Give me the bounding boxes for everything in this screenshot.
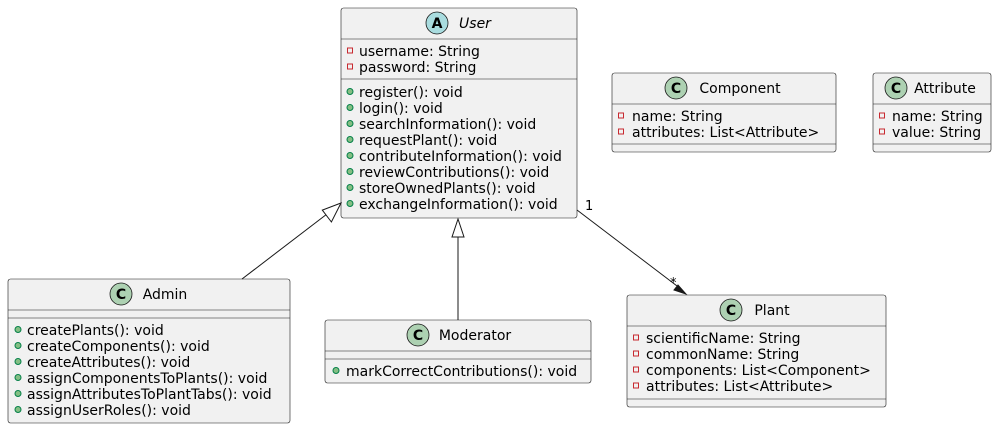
user-method: requestPlant(): void bbox=[359, 133, 497, 149]
svg-text:C: C bbox=[726, 303, 736, 319]
generalization-moderator-to-user bbox=[451, 217, 465, 320]
class-badge-icon: C bbox=[664, 76, 688, 100]
public-visibility-icon bbox=[346, 168, 354, 175]
public-visibility-icon bbox=[14, 374, 22, 381]
private-visibility-icon bbox=[618, 128, 624, 135]
association-user-to-plant: 1 * bbox=[576, 199, 688, 296]
public-visibility-icon bbox=[14, 406, 22, 413]
admin-method: createPlants(): void bbox=[27, 323, 164, 339]
user-method: exchangeInformation(): void bbox=[359, 197, 558, 213]
class-admin-box bbox=[7, 278, 291, 424]
class-attribute-name: Attribute bbox=[914, 81, 976, 97]
user-attribute: username: String bbox=[359, 44, 480, 60]
public-visibility-icon bbox=[332, 367, 340, 374]
attribute-attribute: name: String bbox=[892, 109, 983, 125]
class-badge-icon: C bbox=[884, 76, 908, 100]
user-method: login(): void bbox=[359, 101, 443, 117]
plant-attribute: components: List<Component> bbox=[646, 363, 871, 379]
attribute-attribute: value: String bbox=[892, 125, 981, 141]
private-visibility-icon bbox=[633, 334, 639, 341]
connector-line bbox=[241, 213, 328, 280]
class-badge-icon: C bbox=[109, 282, 133, 306]
svg-text:C: C bbox=[116, 287, 126, 303]
plant-attribute: attributes: List<Attribute> bbox=[646, 379, 833, 395]
svg-text:C: C bbox=[413, 328, 423, 344]
private-visibility-icon bbox=[879, 112, 885, 119]
svg-text:C: C bbox=[671, 81, 681, 97]
private-visibility-icon bbox=[347, 47, 353, 54]
user-method: register(): void bbox=[359, 85, 463, 101]
navigable-arrow-icon bbox=[673, 284, 688, 296]
class-attribute[interactable]: C Attribute name: String value: String bbox=[872, 72, 992, 153]
public-visibility-icon bbox=[14, 326, 22, 333]
class-admin[interactable]: C Admin createPlants(): void createCompo… bbox=[7, 278, 291, 424]
svg-text:A: A bbox=[432, 16, 443, 32]
public-visibility-icon bbox=[346, 120, 354, 127]
user-method: searchInformation(): void bbox=[359, 117, 536, 133]
private-visibility-icon bbox=[347, 63, 353, 70]
admin-method: assignAttributesToPlantTabs(): void bbox=[27, 387, 272, 403]
multiplicity-label: * bbox=[670, 276, 677, 291]
plant-attribute: commonName: String bbox=[646, 347, 799, 363]
class-plant[interactable]: C Plant scientificName: String commonNam… bbox=[626, 294, 887, 408]
class-badge-icon: C bbox=[406, 323, 430, 347]
svg-text:C: C bbox=[891, 81, 901, 97]
user-method: storeOwnedPlants(): void bbox=[359, 181, 536, 197]
public-visibility-icon bbox=[346, 184, 354, 191]
public-visibility-icon bbox=[346, 152, 354, 159]
plant-attribute: scientificName: String bbox=[646, 331, 801, 347]
private-visibility-icon bbox=[633, 366, 639, 373]
public-visibility-icon bbox=[346, 200, 354, 207]
class-admin-name: Admin bbox=[143, 287, 188, 303]
private-visibility-icon bbox=[879, 128, 885, 135]
private-visibility-icon bbox=[633, 350, 639, 357]
class-plant-box bbox=[626, 294, 887, 408]
class-moderator-name: Moderator bbox=[439, 328, 512, 344]
class-plant-name: Plant bbox=[754, 303, 790, 319]
private-visibility-icon bbox=[633, 382, 639, 389]
class-component-name: Component bbox=[699, 81, 781, 97]
class-user-name: User bbox=[459, 16, 492, 32]
admin-method: createAttributes(): void bbox=[27, 355, 190, 371]
class-moderator[interactable]: C Moderator markCorrectContributions(): … bbox=[324, 319, 592, 384]
component-attribute: name: String bbox=[632, 109, 723, 125]
admin-method: createComponents(): void bbox=[27, 339, 210, 355]
class-component[interactable]: C Component name: String attributes: Lis… bbox=[611, 72, 837, 153]
user-method: reviewContributions(): void bbox=[359, 165, 549, 181]
user-attribute: password: String bbox=[359, 60, 476, 76]
public-visibility-icon bbox=[14, 358, 22, 365]
moderator-method: markCorrectContributions(): void bbox=[346, 364, 577, 380]
public-visibility-icon bbox=[14, 390, 22, 397]
generalization-admin-to-user bbox=[241, 202, 343, 280]
admin-method: assignComponentsToPlants(): void bbox=[27, 371, 267, 387]
generalization-arrow-icon bbox=[451, 217, 465, 238]
class-user[interactable]: A User username: String password: String… bbox=[340, 7, 578, 219]
public-visibility-icon bbox=[346, 136, 354, 143]
generalization-arrow-icon bbox=[321, 202, 343, 223]
private-visibility-icon bbox=[618, 112, 624, 119]
public-visibility-icon bbox=[346, 104, 354, 111]
class-user-box bbox=[340, 7, 578, 219]
public-visibility-icon bbox=[14, 342, 22, 349]
connector-line bbox=[576, 209, 682, 290]
multiplicity-label: 1 bbox=[585, 199, 593, 214]
admin-method: assignUserRoles(): void bbox=[27, 403, 191, 419]
user-method: contributeInformation(): void bbox=[359, 149, 562, 165]
class-badge-icon: C bbox=[719, 298, 743, 322]
component-attribute: attributes: List<Attribute> bbox=[632, 125, 819, 141]
public-visibility-icon bbox=[346, 88, 354, 95]
abstract-badge-icon: A bbox=[425, 11, 449, 35]
